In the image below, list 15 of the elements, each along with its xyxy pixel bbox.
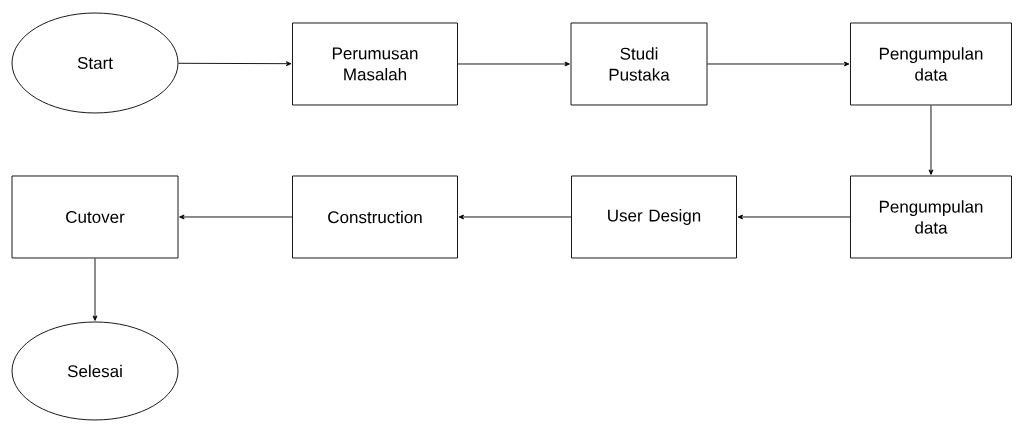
arrow [92,258,98,321]
arrow [928,105,934,175]
process-box: Studi Pustaka [570,22,708,106]
arrow [457,61,570,67]
process-box: User Design [571,175,737,259]
process-box: Construction [292,175,458,259]
arrow [707,61,850,67]
arrow [179,214,293,220]
process-box: Cutover [11,175,179,259]
arrow [737,214,851,220]
arrow [458,214,572,220]
arrow [178,61,292,67]
process-box: Pengumpulan data [850,22,1012,106]
process-box: Perumusan Masalah [292,22,458,106]
process-box: Pengumpulan data [850,175,1012,259]
